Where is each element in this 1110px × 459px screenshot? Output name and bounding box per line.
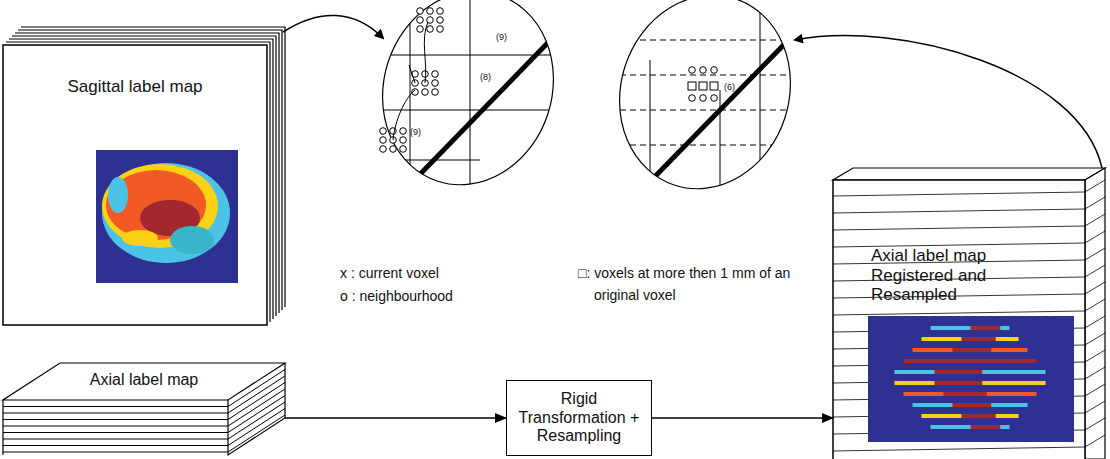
slice-lines	[833, 180, 1105, 451]
sagittal-brain-image	[96, 150, 238, 283]
legend-text: □: voxels at more then 1 mm of an origin…	[578, 262, 804, 307]
zoom-view-sagittal	[358, 0, 578, 207]
zoom-arrow	[283, 15, 383, 38]
zoom-view-axial	[595, 0, 815, 211]
legend-text: x : current voxel	[340, 262, 439, 284]
registered-stack-box: Axial label map Registered and Resampled	[833, 180, 1085, 459]
node-text: Sagittal label map	[3, 77, 267, 97]
zoom-arrow	[795, 36, 1102, 168]
process-box: Rigid Transformation + Resampling	[506, 380, 652, 456]
count-number: (9)	[496, 30, 507, 44]
legend-text: o : neighbourhood	[340, 285, 453, 307]
count-number: (8)	[480, 70, 491, 84]
flow-arrow	[285, 417, 506, 419]
axial-stack	[3, 363, 285, 455]
node-text: Axial label map Registered and Resampled	[871, 246, 1021, 305]
registered-stack	[833, 168, 1105, 459]
axial-stack-box: Axial label map	[3, 363, 285, 455]
page-edges	[3, 370, 285, 453]
node-text: Axial label map	[29, 371, 259, 389]
flow-arrow	[652, 417, 833, 419]
count-number: (9)	[410, 125, 421, 139]
front-face	[3, 45, 267, 325]
sagittal-stack-box: Sagittal label map	[3, 45, 267, 325]
node-text: Rigid Transformation + Resampling	[515, 390, 643, 445]
registered-brain-image	[868, 316, 1074, 442]
count-number: (6)	[724, 80, 735, 94]
